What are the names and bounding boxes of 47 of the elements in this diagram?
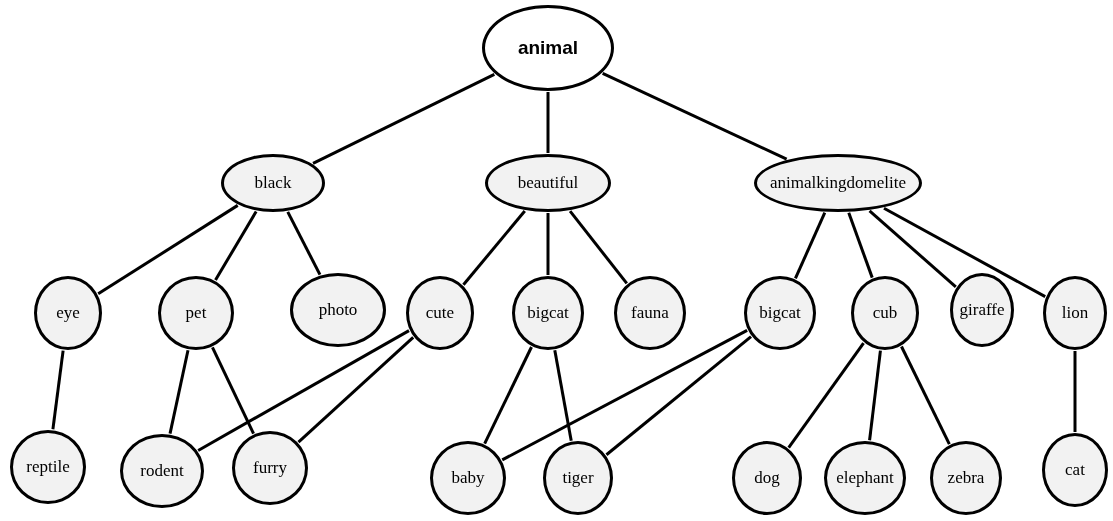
concept-ellipse: zebra <box>930 441 1002 515</box>
concept-ellipse: reptile <box>10 430 86 504</box>
connector-line <box>546 92 550 153</box>
concept-ellipse: furry <box>232 431 308 505</box>
concept-ellipse: cute <box>406 276 474 350</box>
concept-ellipse: bigcat <box>744 276 816 350</box>
connector-line <box>197 329 410 452</box>
connector-line <box>868 350 882 441</box>
connector-line <box>211 346 255 435</box>
connector-line <box>462 210 526 286</box>
connector-line <box>168 349 190 434</box>
connector-line <box>51 350 65 430</box>
connector-line <box>483 346 533 445</box>
concept-ellipse: fauna <box>614 276 686 350</box>
connector-line <box>546 213 550 275</box>
concept-ellipse: eye <box>34 276 102 350</box>
concept-ellipse: baby <box>430 441 506 515</box>
connector-line <box>602 72 788 161</box>
concept-ellipse: tiger <box>543 441 613 515</box>
connector-line <box>787 342 865 449</box>
concept-ellipse: elephant <box>824 441 906 515</box>
connector-line <box>568 210 628 285</box>
connector-line <box>501 329 748 462</box>
connector-line <box>553 350 573 441</box>
connector-line <box>214 210 258 281</box>
concept-ellipse: photo <box>290 273 386 347</box>
connector-line <box>605 335 752 456</box>
connector-line <box>847 212 874 279</box>
connector-line <box>900 345 951 445</box>
concept-ellipse: lion <box>1043 276 1107 350</box>
connector-line <box>1073 351 1077 432</box>
concept-ellipse: pet <box>158 276 234 350</box>
concept-ellipse: cub <box>851 276 919 350</box>
concept-ellipse: animalkingdomelite <box>754 154 922 212</box>
concept-ellipse: beautiful <box>485 154 611 212</box>
connector-line <box>794 212 827 280</box>
concept-ellipse: dog <box>732 441 802 515</box>
connector-line <box>286 211 322 276</box>
concept-ellipse: black <box>221 154 325 212</box>
concept-ellipse: rodent <box>120 434 204 508</box>
connector-line <box>97 204 239 296</box>
root-ellipse: animal <box>482 5 614 91</box>
connector-line <box>883 206 1046 298</box>
concept-ellipse: cat <box>1042 433 1108 507</box>
concept-ellipse: giraffe <box>950 273 1014 347</box>
concept-ellipse: bigcat <box>512 276 584 350</box>
connector-line <box>297 336 415 444</box>
